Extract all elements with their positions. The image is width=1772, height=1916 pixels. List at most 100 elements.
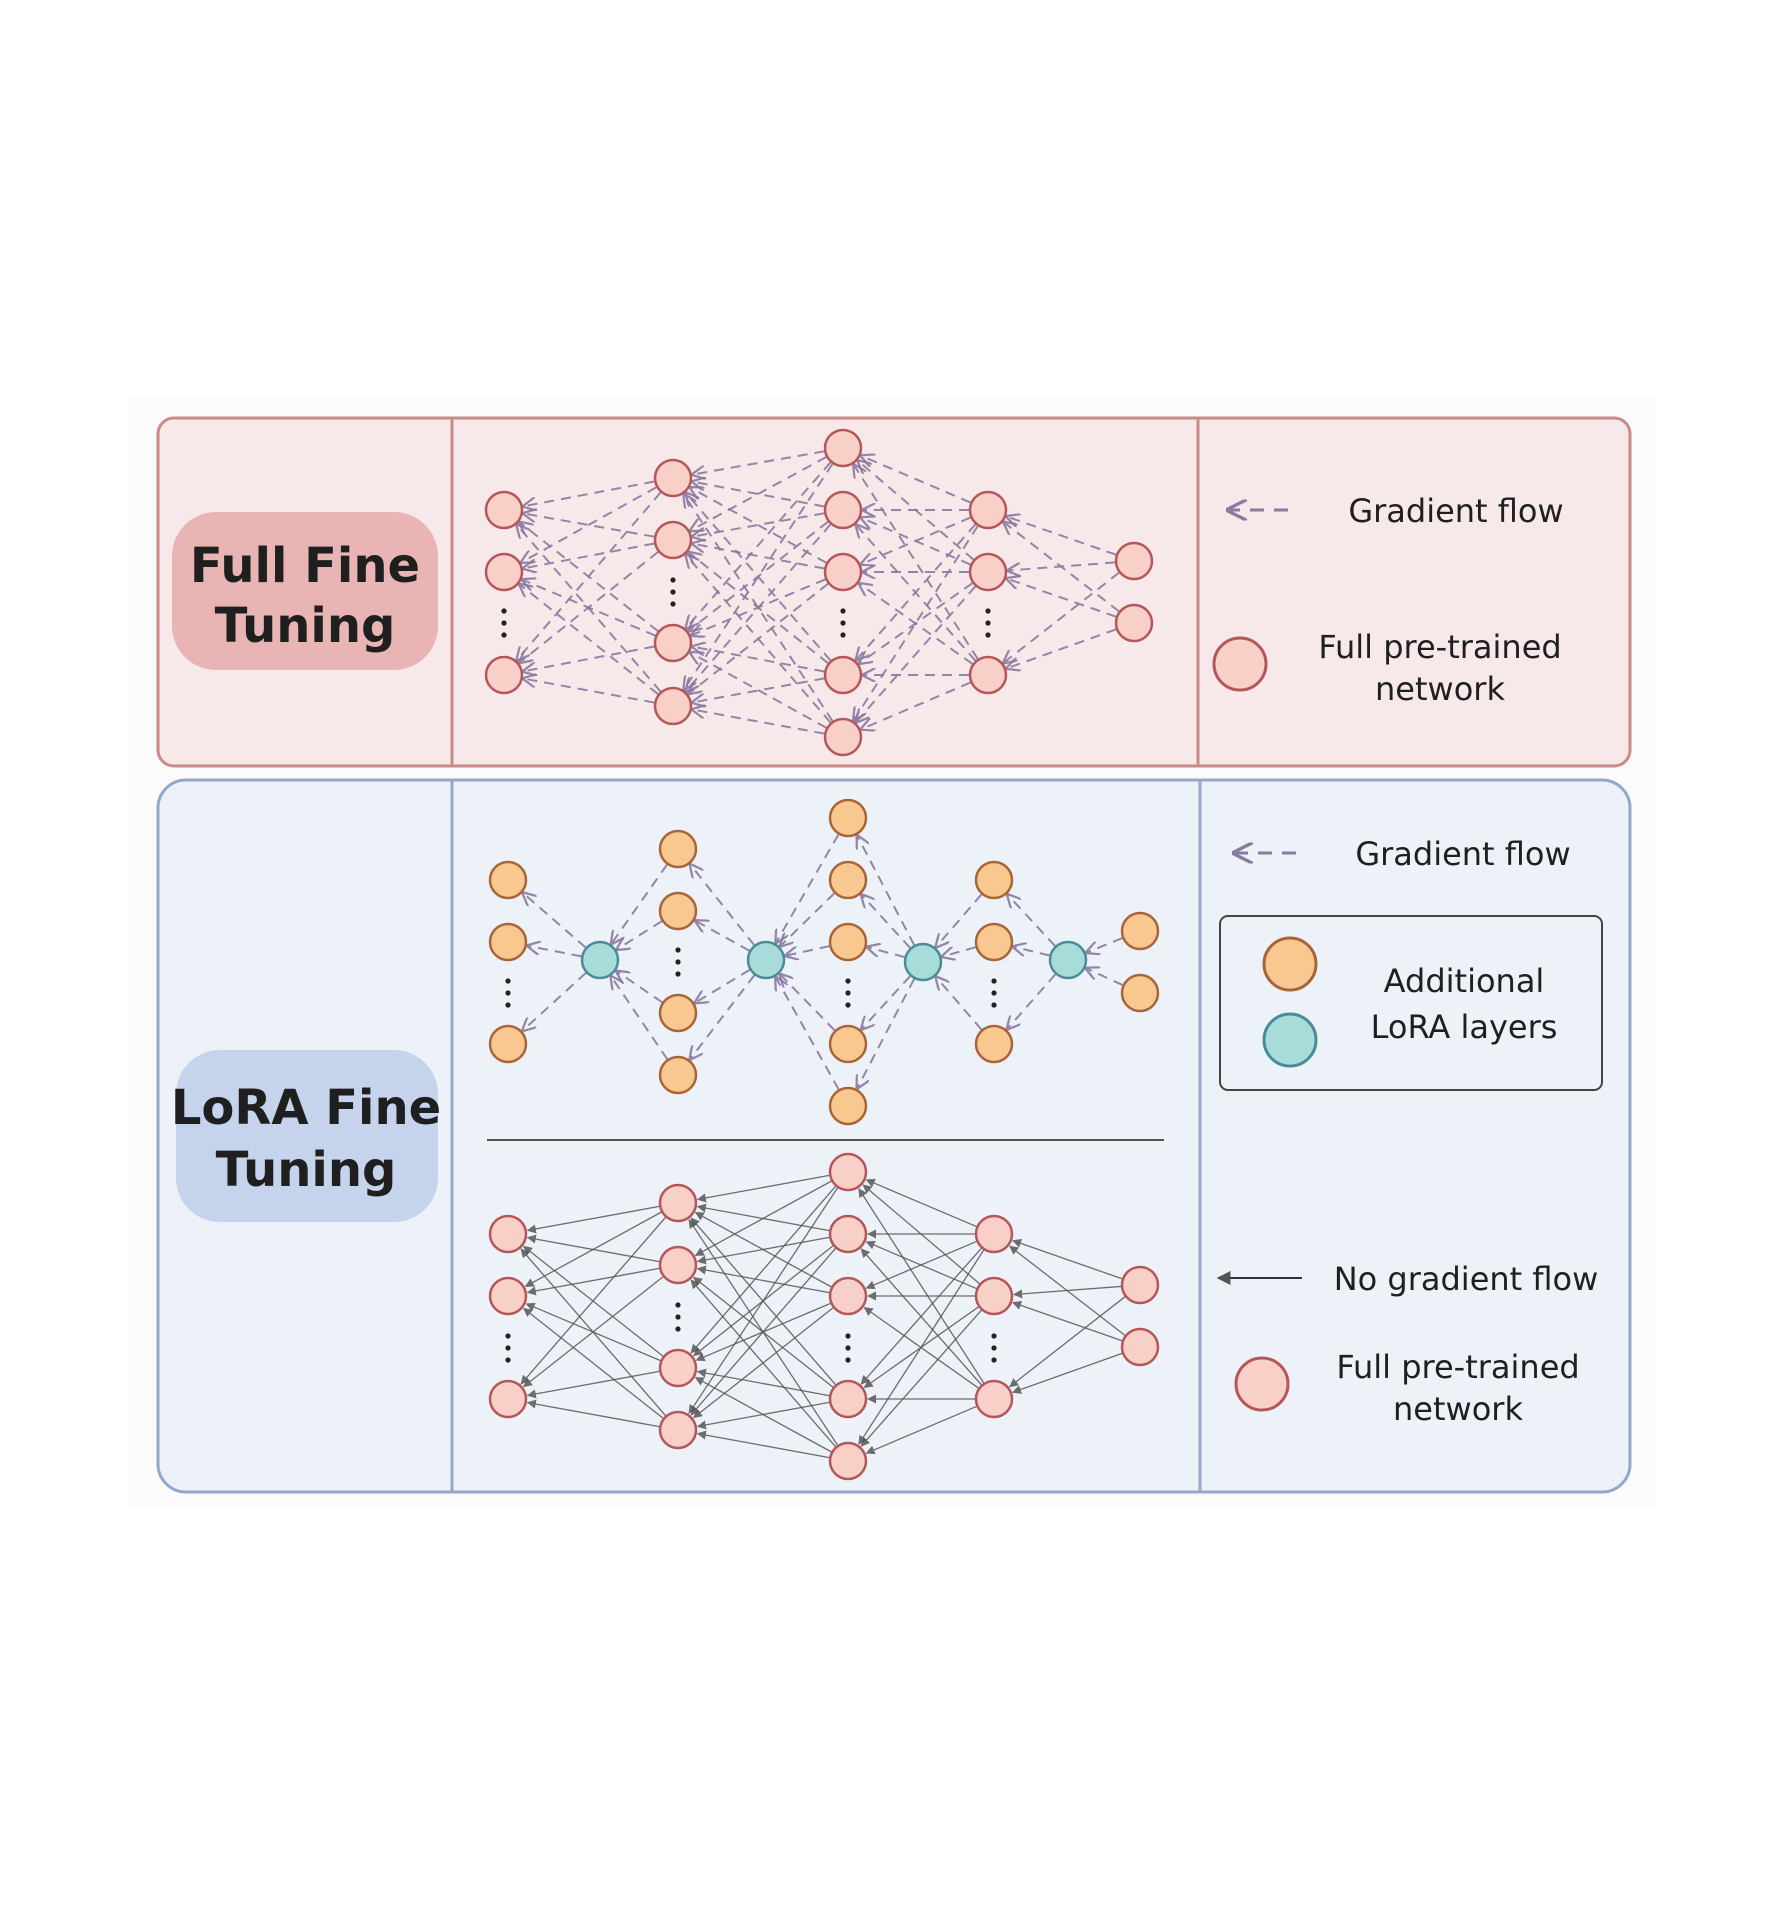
additional-node — [828, 798, 868, 838]
frozen-edge — [865, 1405, 977, 1455]
ellipsis-dots — [991, 1333, 997, 1363]
network-node — [1114, 603, 1154, 643]
gradient-edge — [936, 893, 983, 947]
frozen-node — [974, 1214, 1014, 1254]
lora-node — [1048, 940, 1088, 980]
gradient-edge — [861, 456, 971, 504]
frozen-node — [828, 1152, 868, 1192]
network-node — [653, 623, 693, 663]
frozen-node — [1120, 1265, 1160, 1305]
lora-frozen-nodes — [488, 1152, 1160, 1481]
frozen-edge — [520, 1248, 667, 1417]
ellipsis-dots — [675, 1302, 681, 1332]
frozen-node — [828, 1214, 868, 1254]
full-legend-pretrained-line1: Full pre-trained — [1318, 628, 1561, 666]
lora-label-line1: LoRA Fine — [171, 1080, 441, 1136]
gradient-edge — [857, 978, 916, 1088]
gradient-edge — [780, 974, 836, 1032]
ellipsis-dots — [845, 1333, 851, 1363]
gradient-edge — [528, 946, 582, 958]
gradient-edge — [859, 584, 974, 665]
gradient-edge — [617, 971, 663, 1004]
gradient-edge — [1008, 895, 1056, 947]
full-network-nodes — [484, 428, 1154, 757]
frozen-edge — [522, 1307, 664, 1419]
network-node — [823, 552, 863, 592]
additional-node — [488, 1024, 528, 1064]
frozen-edge — [526, 1205, 660, 1234]
frozen-edge — [696, 1430, 830, 1459]
gradient-edge — [693, 677, 825, 702]
frozen-edge — [696, 1368, 830, 1397]
additional-node — [828, 860, 868, 900]
gradient-edge — [1013, 947, 1050, 956]
gradient-edge — [786, 945, 830, 956]
gradient-edge — [690, 865, 755, 946]
gradient-edge — [858, 461, 975, 561]
gradient-edge — [857, 836, 916, 946]
lora-legend-lora-node — [1262, 1012, 1318, 1068]
gradient-edge — [854, 525, 979, 720]
gradient-edge — [686, 493, 832, 662]
ellipsis-dots — [670, 577, 676, 607]
gradient-edge — [684, 463, 834, 689]
network-node — [653, 458, 693, 498]
gradient-edge — [861, 975, 911, 1029]
frozen-edge — [860, 1309, 982, 1447]
gradient-edge — [524, 542, 655, 569]
gradient-edge — [690, 974, 756, 1059]
lora-fine-tuning-panel: LoRA Fine Tuning Gradient flow Additiona… — [156, 778, 1632, 1494]
frozen-edge — [526, 1267, 660, 1296]
full-label-line2: Tuning — [215, 598, 396, 654]
gradient-edge — [691, 488, 827, 564]
frozen-edge — [1012, 1239, 1123, 1280]
full-label-line1: Full Fine — [190, 538, 420, 594]
ellipsis-dots — [845, 978, 851, 1008]
gradient-edge — [520, 522, 659, 633]
gradient-edge — [523, 972, 587, 1031]
network-node — [823, 717, 863, 757]
additional-node — [974, 860, 1014, 900]
lora-legend-additional-line2: LoRA layers — [1371, 1008, 1558, 1046]
additional-node — [1120, 973, 1160, 1013]
frozen-edge — [865, 1240, 977, 1290]
gradient-edge — [691, 456, 827, 530]
lora-legend-box — [1219, 915, 1603, 1091]
full-legend-pretrained-line2: network — [1375, 670, 1505, 708]
frozen-edge — [688, 1218, 839, 1446]
frozen-edge — [1012, 1301, 1123, 1342]
gradient-edge — [1004, 522, 1120, 613]
frozen-edge — [694, 1212, 832, 1288]
gradient-edge — [861, 895, 911, 949]
ellipsis-dots — [840, 608, 846, 638]
frozen-edge — [696, 1265, 830, 1294]
frozen-edge — [690, 1279, 837, 1448]
additional-node — [488, 922, 528, 962]
lora-label-badge — [176, 1050, 438, 1222]
network-node — [823, 655, 863, 695]
gradient-edge — [693, 544, 825, 570]
gradient-edge — [1087, 937, 1123, 952]
frozen-edge — [696, 1174, 830, 1203]
frozen-edge — [863, 1306, 979, 1389]
gradient-edge — [693, 710, 825, 735]
gradient-edge — [861, 681, 971, 729]
gradient-edge — [1086, 968, 1124, 986]
frozen-node — [658, 1183, 698, 1223]
lora-label-line2: Tuning — [216, 1142, 397, 1198]
frozen-node — [828, 1379, 868, 1419]
frozen-node — [974, 1276, 1014, 1316]
network-node — [968, 552, 1008, 592]
gradient-edge — [867, 947, 905, 959]
lora-frozen-edges — [520, 1174, 1126, 1459]
network-node — [1114, 541, 1154, 581]
full-fine-tuning-panel: Full Fine Tuning Gradient flow Full pre-… — [156, 416, 1632, 768]
frozen-edge — [690, 1185, 837, 1354]
gradient-edge — [942, 946, 976, 956]
gradient-edge — [1004, 571, 1120, 663]
frozen-node — [828, 1276, 868, 1316]
additional-node — [828, 922, 868, 962]
gradient-edge — [524, 679, 655, 704]
frozen-edge — [690, 1217, 837, 1386]
frozen-node — [488, 1276, 528, 1316]
